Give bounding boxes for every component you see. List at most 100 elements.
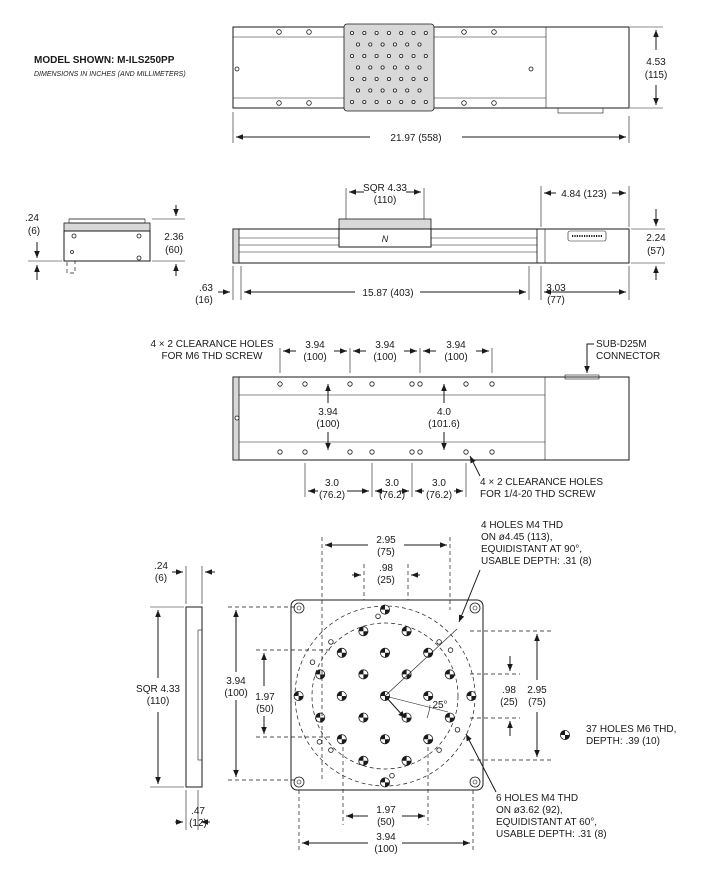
detail-top-pitch: .98 [379,563,393,574]
carriage-hole [349,77,354,82]
detail-right-pitch-mm: (25) [500,697,518,708]
top-height-value: 4.53 [646,57,666,68]
m4-hole-90 [436,747,442,753]
detail-bottom-inner-mm: (50) [377,817,395,828]
carriage-hole [405,42,410,47]
bottom-spacing-bot-1: 3.0 [325,478,339,489]
bottom-hole [463,449,469,455]
m4-hole-60 [447,647,454,653]
m4-hole-60 [375,613,381,620]
bottom-spacing-bot-1-mm: (76.2) [319,490,345,501]
bottom-hole [489,381,495,387]
m6-legend-icon [559,729,571,741]
m4-4-note-2: ON ø4.45 (113), [481,532,553,543]
bottom-view: 4 × 2 CLEARANCE HOLES FOR M6 THD SCREW 3… [150,339,660,501]
svg-text:N: N [382,234,389,244]
side-body-height: 2.24 [646,233,666,244]
carriage-hole [362,30,367,35]
m6-hole [401,626,412,637]
m6-hole [379,647,391,658]
top-carriage [343,23,435,112]
carriage-hole [380,88,385,93]
end-height-mm: (60) [165,245,183,256]
carriage-hole [368,42,373,47]
bottom-vert-a: 3.94 [318,407,338,418]
detail-right-width-mm: (75) [528,697,546,708]
carriage-hole [399,77,404,82]
top-height-mm: (115) [645,70,668,81]
carriage-hole [411,54,416,59]
bottom-hole [489,449,495,455]
bottom-hole [347,449,353,455]
carriage-hole [380,65,385,70]
m6-hole [444,669,455,680]
detail-angle: 25° [432,700,447,711]
end-height-value: 2.36 [164,232,184,243]
bottom-hole [347,381,353,387]
carriage-hole [362,100,367,105]
detail-right-width: 2.95 [527,685,547,696]
bottom-hole [463,381,469,387]
m6-hole [379,777,391,788]
carriage-hole [405,88,410,93]
detail-thk: .24 [154,561,168,572]
rail-hole [306,29,312,35]
bottom-spacing-top-1: 3.94 [305,340,325,351]
bottom-vert-a-mm: (100) [316,419,339,430]
bottom-hole [409,381,415,387]
m4-hole-60 [316,739,323,745]
rail-hole [491,100,497,106]
side-right-offset-mm: (77) [547,295,565,306]
m4-hole-90 [328,747,334,753]
m4-hole-90 [436,639,442,645]
carriage-hole [423,54,428,59]
carriage-hole [368,88,373,93]
bottom-hole [417,381,423,387]
carriage-hole [392,42,397,47]
side-right-offset: 3.03 [546,283,566,294]
bottom-hole [409,449,415,455]
m6-hole [336,734,347,745]
detail-bottom-inner: 1.97 [376,805,396,816]
bottom-spacing-bot-3: 3.0 [432,478,446,489]
bottom-m6-note-2: FOR M6 THD SCREW [162,351,263,362]
m4-6-note-1: 6 HOLES M4 THD [496,793,578,804]
m6-37-note-1: 37 HOLES M6 THD, [586,724,676,735]
bottom-hole [302,449,308,455]
bottom-hole [277,449,283,455]
bottom-spacing-top-2: 3.94 [375,340,395,351]
m6-hole [336,690,347,702]
carriage-hole [386,77,391,82]
m6-hole [466,690,477,702]
end-hole [234,66,240,72]
bottom-m6-note-1: 4 × 2 CLEARANCE HOLES [150,339,273,350]
bottom-quarter-note-2: FOR 1/4-20 THD SCREW [480,489,596,500]
carriage-hole [405,65,410,70]
carriage-hole [399,100,404,105]
carriage-hole [386,100,391,105]
carriage-hole [417,65,422,70]
carriage-hole [362,54,367,59]
m6-hole [336,647,347,658]
carriage-hole [362,77,367,82]
connector-label-1: SUB-D25M [596,339,647,350]
m4-6-note-3: EQUIDISTANT AT 60°, [496,817,597,828]
m6-hole [315,712,326,723]
detail-bottom-outer: 3.94 [376,832,396,843]
side-motor-len: 4.84 (123) [561,189,607,200]
carriage-hole [349,100,354,105]
carriage-hole [417,88,422,93]
end-top-thk: .24 [25,213,39,224]
detail-right-pitch: .98 [502,685,516,696]
m6-hole [401,669,412,680]
carriage-hole [355,42,360,47]
detail-lip: .47 [191,806,205,817]
carriage-hole [411,30,416,35]
m6-hole [293,690,304,702]
carriage-hole [386,54,391,59]
detail-top-width: 2.95 [376,535,396,546]
carriage-hole [423,100,428,105]
side-left-offset: .63 [199,283,213,294]
carriage-hole [392,65,397,70]
